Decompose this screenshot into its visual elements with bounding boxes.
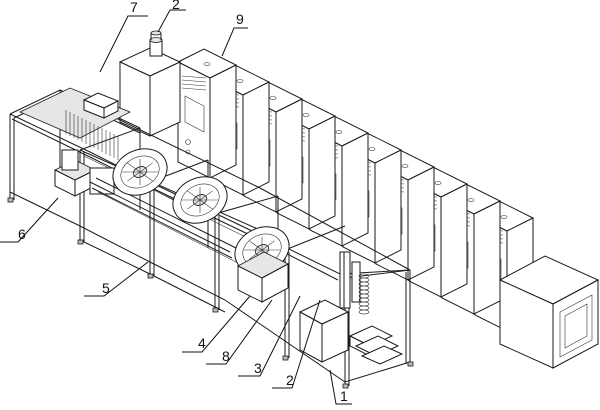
cabinet	[176, 48, 238, 179]
callout-5: 5	[102, 280, 110, 296]
feed-conveyor	[19, 87, 131, 160]
callout-2-bottom: 2	[286, 372, 294, 388]
rear-tall-cabinet	[118, 30, 182, 137]
output-station	[237, 251, 404, 365]
loading-station	[54, 149, 115, 197]
drum	[112, 148, 168, 196]
callout-7: 7	[130, 0, 138, 15]
end-enclosure	[498, 255, 600, 369]
callout-2-top: 2	[172, 0, 180, 12]
callout-6: 6	[18, 226, 26, 242]
cabinet-bank	[176, 48, 535, 332]
callout-8: 8	[222, 348, 230, 364]
callout-labels: 7 2 9 6 5 4 8 3 2 1	[0, 0, 352, 405]
callout-9: 9	[236, 11, 244, 27]
callout-3: 3	[254, 360, 262, 376]
callout-1: 1	[340, 388, 348, 404]
drum	[172, 176, 228, 224]
callout-4: 4	[198, 335, 206, 351]
